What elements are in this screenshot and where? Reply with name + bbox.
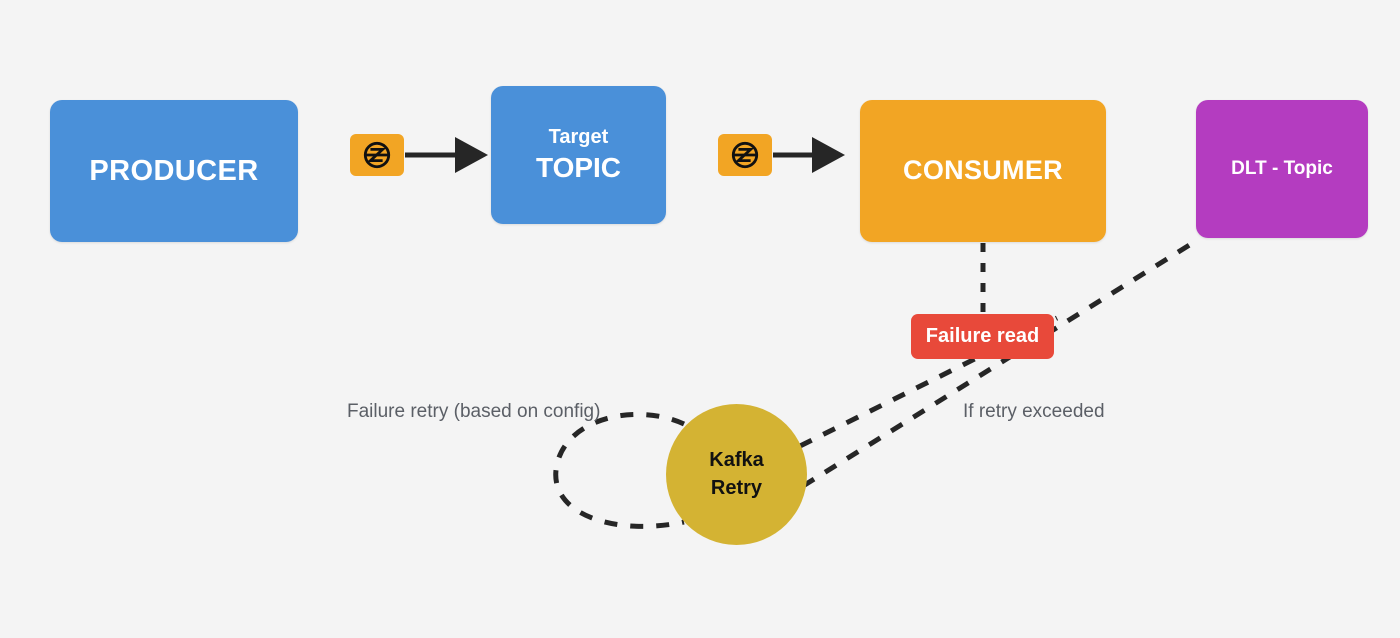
- edge-kafka2-to-consumer: [773, 137, 845, 173]
- node-consumer[interactable]: CONSUMER: [860, 100, 1106, 242]
- edge-label-if-retry-exceeded: If retry exceeded: [963, 401, 1105, 422]
- node-failure-read-label: Failure read: [925, 324, 1040, 347]
- kafka-glyph: [731, 141, 759, 169]
- node-producer-label: PRODUCER: [89, 154, 259, 187]
- kafka-logo-icon[interactable]: [718, 134, 772, 176]
- node-kafka-retry[interactable]: Kafka Retry: [666, 404, 807, 545]
- node-producer[interactable]: PRODUCER: [50, 100, 298, 242]
- edge-kafka-retry-to-dlt-topic: [801, 236, 1201, 489]
- kafka-glyph: [363, 141, 391, 169]
- node-dlt-topic[interactable]: DLT - Topic: [1196, 100, 1368, 238]
- node-kafka-retry-label-top: Kafka: [709, 448, 764, 471]
- edge-kafka1-to-target-topic: [405, 137, 488, 173]
- node-target-topic[interactable]: Target TOPIC: [491, 86, 666, 224]
- node-kafka-retry-label-bottom: Retry: [710, 476, 763, 499]
- node-failure-read[interactable]: Failure read: [911, 314, 1054, 359]
- kafka-logo-icon[interactable]: [350, 134, 404, 176]
- node-dlt-topic-label: DLT - Topic: [1231, 157, 1333, 179]
- edge-label-failure-retry: Failure retry (based on config): [347, 401, 601, 422]
- node-target-topic-label-top: Target: [548, 126, 609, 149]
- node-consumer-label: CONSUMER: [903, 155, 1063, 186]
- node-target-topic-label-main: TOPIC: [535, 151, 622, 183]
- edge-kafka-retry-self-loop: [553, 411, 686, 529]
